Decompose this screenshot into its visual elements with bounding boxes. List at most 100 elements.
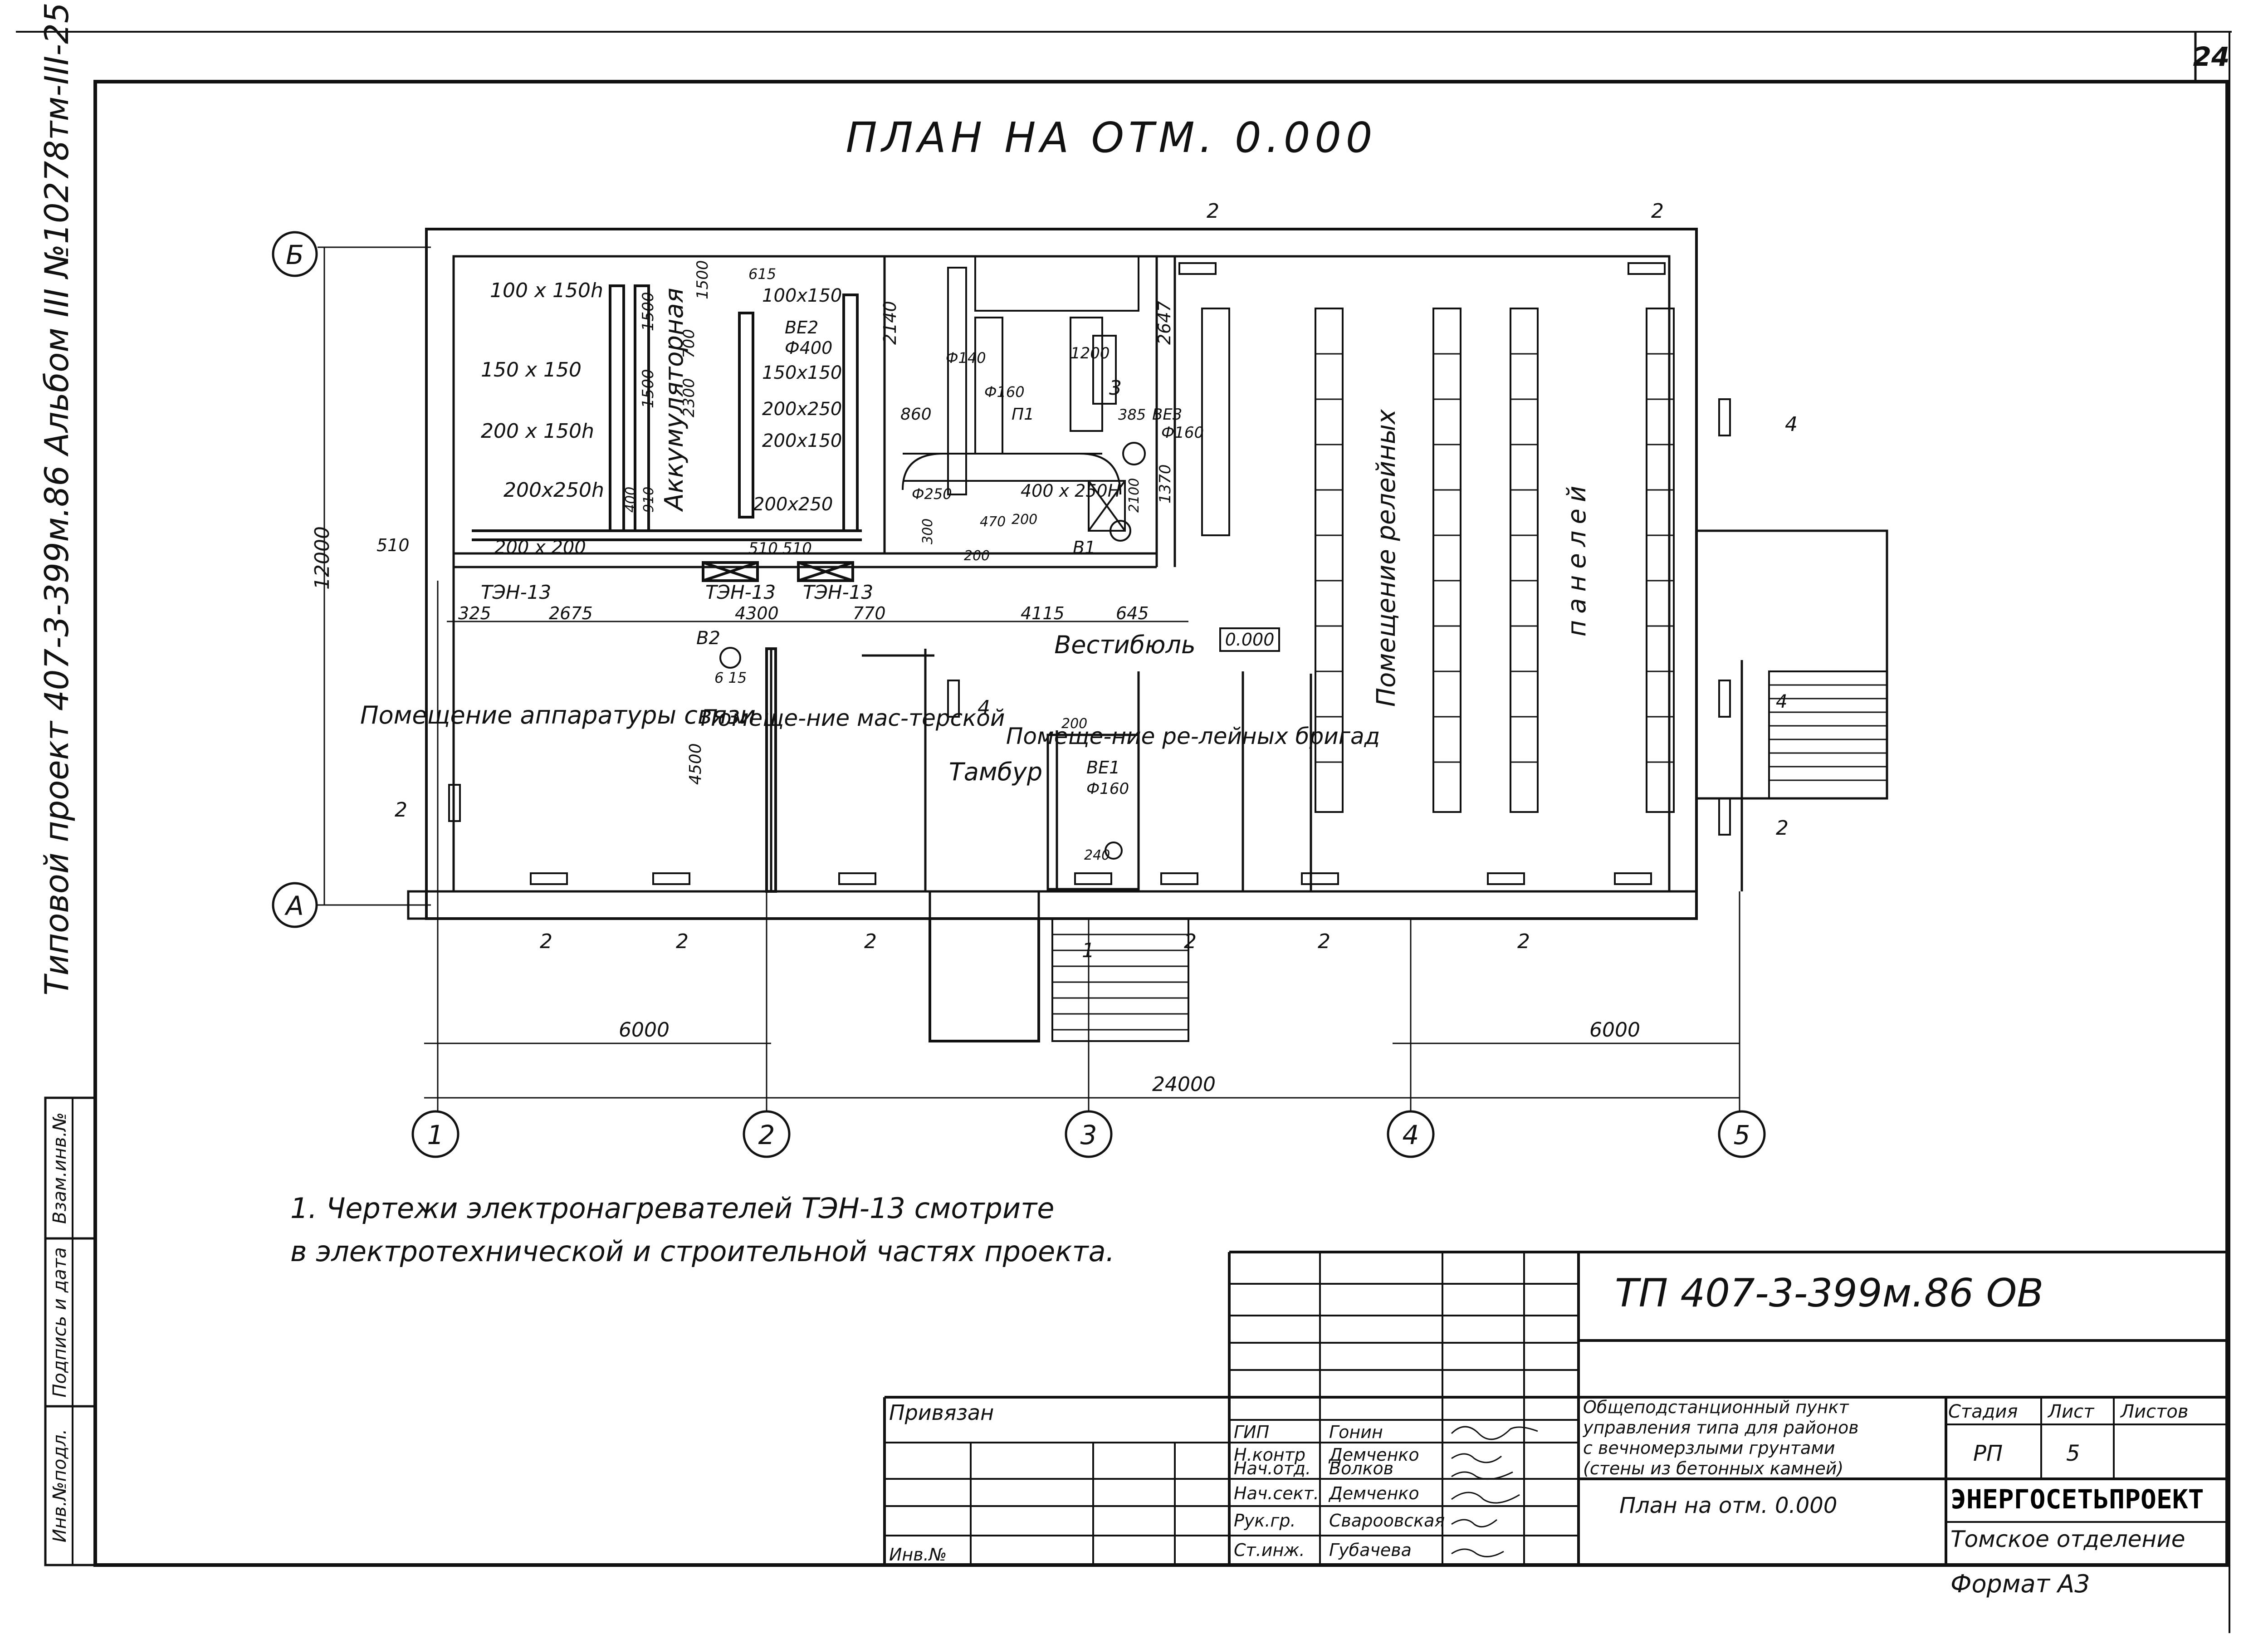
dim: 1500 <box>639 369 657 408</box>
dim: 770 <box>853 603 886 623</box>
signer-name: Волков <box>1329 1458 1393 1478</box>
overall-width: 24000 <box>1152 1073 1216 1096</box>
axis-grid: Б А 1 2 3 4 5 6000 6000 24000 12000 <box>272 231 1766 1158</box>
signer-name: Демченко <box>1328 1445 1419 1465</box>
duct-label: 200x250 <box>762 399 842 420</box>
vent-label: В2 <box>696 628 720 649</box>
margin-label-replace: Взам.инв.№ <box>49 1112 70 1224</box>
room-comm: Помещение аппаратуры связи <box>360 701 756 729</box>
signer-name: Гонин <box>1329 1422 1383 1442</box>
mark: 2 <box>395 798 407 822</box>
description-line: с вечномерзлыми грунтами <box>1583 1438 1835 1458</box>
sheet-frame <box>16 31 2232 1633</box>
span-left: 6000 <box>619 1018 670 1042</box>
mark: 2 <box>1651 200 1664 223</box>
vent-label: ВЕ2 <box>785 318 818 338</box>
signer-name: Свароовская <box>1329 1511 1445 1531</box>
header-sheet: Лист <box>2047 1401 2095 1422</box>
duct-label: 200x250h <box>503 479 604 502</box>
vent-label: ВЕ1 <box>1086 758 1120 778</box>
signer-role: Нач.отд. <box>1234 1458 1311 1478</box>
duct-label: 150 x 150 <box>481 358 582 382</box>
signer-role: ГИП <box>1234 1422 1269 1442</box>
mark: 2 <box>1184 930 1197 953</box>
dim: 645 <box>1116 603 1149 623</box>
heater-label: ТЭН-13 <box>705 581 776 603</box>
room-lobby: Вестибюль <box>1054 631 1196 659</box>
dim: 2300 <box>680 378 698 417</box>
header-stage: Стадия <box>1948 1401 2018 1422</box>
axis-label-a: А <box>284 890 304 921</box>
mark: 2 <box>676 930 689 953</box>
department: Томское отделение <box>1950 1526 2185 1552</box>
inv-label: Инв.№ <box>889 1545 947 1565</box>
dim: 2140 <box>880 301 900 345</box>
duct-label: 200 x 200 <box>494 537 586 558</box>
building-plan <box>407 228 1888 1042</box>
dim: 385 <box>1118 406 1146 423</box>
signer-name: Губачева <box>1329 1540 1412 1560</box>
note-line-1: 1. Чертежи электронагревателей ТЭН-13 см… <box>290 1192 1054 1225</box>
mark: 2 <box>1517 930 1530 953</box>
duct-labels: 100 x 150h 150 x 150 200 x 150h 200x250h… <box>481 279 1280 798</box>
dim: 2675 <box>549 603 593 623</box>
mark: 2 <box>1318 930 1330 953</box>
dim: 4500 <box>686 743 705 785</box>
dim: 860 <box>900 405 932 424</box>
vent-label: ВЕ3 <box>1152 406 1182 424</box>
margin-table: Инв.№подл. Подпись и дата Взам.инв.№ <box>44 1096 97 1566</box>
duct-label: 200x250 <box>753 494 833 515</box>
mark: 4 <box>1776 691 1787 712</box>
dim: 4115 <box>1021 603 1065 623</box>
dim: 510 <box>748 539 778 558</box>
vent-label: Ф160 <box>984 383 1025 401</box>
dim: 1500 <box>694 260 712 299</box>
bound-label: Привязан <box>889 1400 994 1425</box>
axis-label-3: 3 <box>1080 1120 1097 1150</box>
room-vestibule-tambur: Тамбур <box>949 758 1042 786</box>
mark: 2 <box>1207 200 1219 223</box>
description-line: (стены из бетонных камней) <box>1583 1458 1843 1478</box>
room-battery: Аккумуляторная <box>660 288 689 512</box>
format-label: Формат А3 <box>1950 1570 2090 1598</box>
vent-label: Ф160 <box>1161 424 1204 442</box>
vent-label: В1 <box>1073 538 1095 558</box>
signer-name: Демченко <box>1328 1483 1419 1503</box>
heater-label: ТЭН-13 <box>803 581 873 603</box>
dim: 1370 <box>1156 464 1174 504</box>
mark: 2 <box>540 930 552 953</box>
signer-role: Рук.гр. <box>1234 1511 1296 1531</box>
plan-title: ПЛАН НА ОТМ. 0.000 <box>846 113 1377 162</box>
mark: 1 <box>1082 939 1095 962</box>
dim: 4300 <box>735 603 779 623</box>
axis-label-b: Б <box>286 240 304 270</box>
dim: 1500 <box>639 292 657 331</box>
mark: 2 <box>864 930 877 953</box>
dim: 615 <box>748 265 776 283</box>
mark: 4 <box>978 696 990 719</box>
dim: 510 <box>376 535 410 555</box>
axis-label-1: 1 <box>427 1120 444 1150</box>
dim: 910 <box>641 487 657 513</box>
margin-label-inv: Инв.№подл. <box>49 1429 70 1543</box>
note-line-2: в электротехнической и строительной част… <box>290 1235 1114 1268</box>
dim: 400 <box>623 487 639 513</box>
sheet-number: 24 <box>2193 41 2230 72</box>
vent-label: Ф160 <box>1086 780 1129 798</box>
dim: 2647 <box>1154 301 1174 345</box>
heater-label: ТЭН-13 <box>481 581 551 603</box>
dim: 6 15 <box>714 669 747 686</box>
dim: 325 <box>458 603 491 623</box>
signer-role: Н.контр <box>1234 1445 1305 1465</box>
description-line: управления типа для районов <box>1583 1418 1859 1438</box>
vent-label: Ф250 <box>912 485 952 503</box>
signer-role: Ст.инж. <box>1234 1540 1305 1560</box>
side-stamp: Типовой проект 407-3-399м.86 Альбом III … <box>38 2 76 995</box>
dim: 200 <box>1012 512 1037 528</box>
duct-label: 100x150 <box>762 285 842 306</box>
dim: 200 <box>1061 716 1087 732</box>
dim: 700 <box>680 329 698 358</box>
dim: 240 <box>1084 847 1110 863</box>
sheet-value: 5 <box>2066 1441 2080 1466</box>
description-line: Общеподстанционный пункт <box>1583 1397 1849 1417</box>
